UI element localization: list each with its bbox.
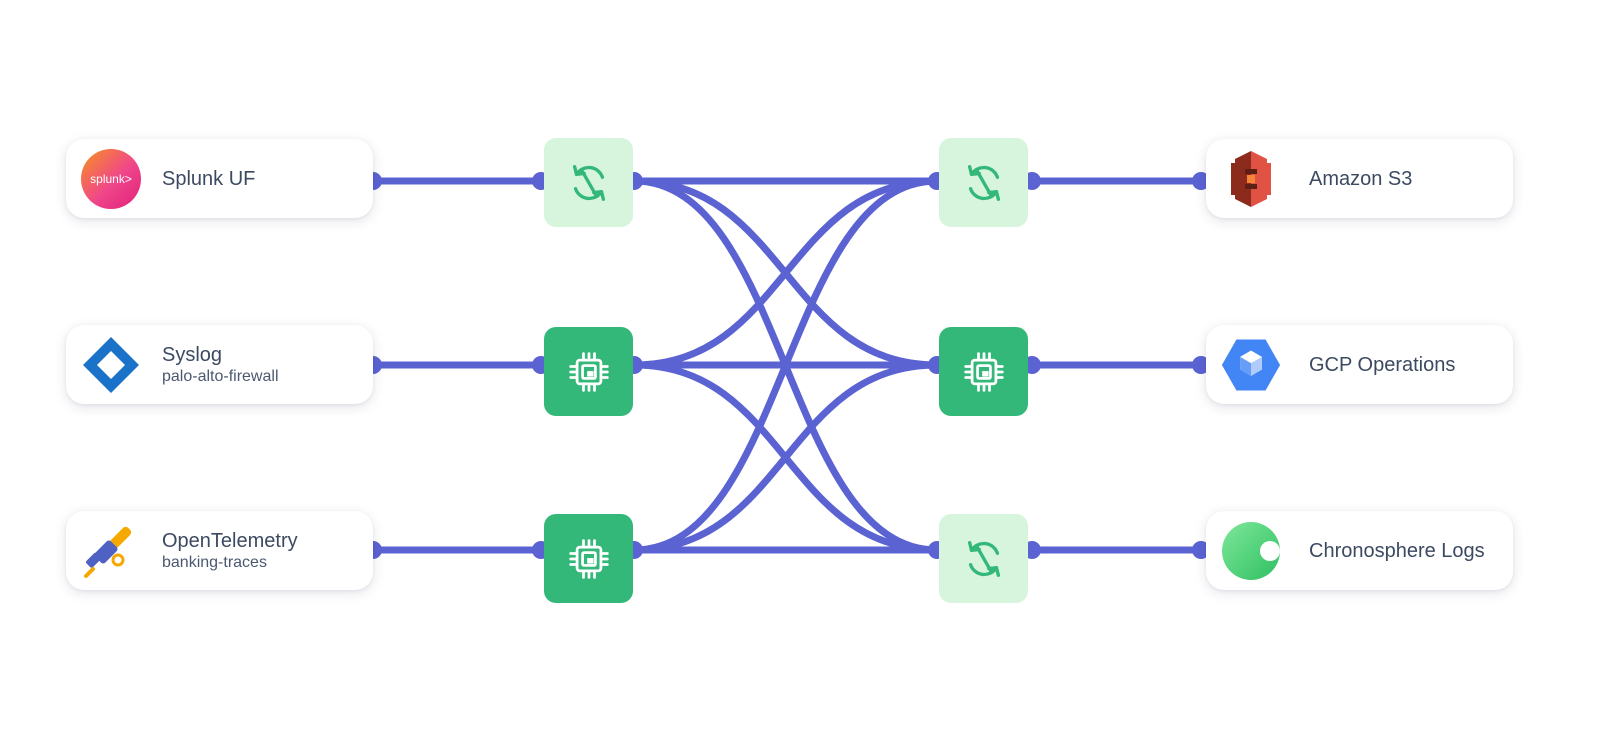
route-icon [967,164,1000,201]
processor-chip-icon [568,538,609,579]
source-subtitle: palo-alto-firewall [162,367,279,385]
mesh-wire [630,177,941,369]
opentelemetry-logo [81,521,141,581]
right-route-node-3[interactable] [939,514,1028,603]
chronosphere-logo [1221,521,1281,581]
source-subtitle: banking-traces [162,553,267,571]
connector-dot [1192,356,1210,374]
splunk-logo: splunk> [81,149,141,209]
source-card-opentelemetry[interactable]: OpenTelemetry banking-traces [66,511,373,590]
source-card-syslog[interactable]: Syslog palo-alto-firewall [66,325,373,404]
source-card-splunk[interactable]: splunk> Splunk UF [66,139,373,218]
svg-text:splunk>: splunk> [90,172,132,186]
syslog-diamond-logo [81,335,141,395]
destination-card-gcp-operations[interactable]: GCP Operations [1206,325,1513,404]
destination-title: GCP Operations [1309,353,1456,376]
destination-card-amazon-s3[interactable]: Amazon S3 [1206,139,1513,218]
left-processor-node-3[interactable] [544,514,633,603]
right-route-node-1[interactable] [939,138,1028,227]
left-processor-node-2[interactable] [544,327,633,416]
source-title: Syslog [162,343,223,366]
source-title: Splunk UF [162,167,256,190]
processor-chip-icon [568,351,609,392]
right-processor-node-2[interactable] [939,327,1028,416]
destination-card-chronosphere[interactable]: Chronosphere Logs [1206,511,1513,590]
mesh-wire [630,361,941,554]
source-title: OpenTelemetry [162,529,298,552]
destination-title: Amazon S3 [1309,167,1413,190]
route-icon [572,164,605,201]
gcp-operations-logo [1221,335,1281,395]
destination-title: Chronosphere Logs [1309,539,1485,562]
mesh-wire [630,177,941,554]
processor-chip-icon [963,351,1004,392]
left-route-node-1[interactable] [544,138,633,227]
route-icon [967,540,1000,577]
connector-dot [1192,541,1210,559]
amazon-s3-logo [1221,149,1281,209]
connector-dot [1192,172,1210,190]
